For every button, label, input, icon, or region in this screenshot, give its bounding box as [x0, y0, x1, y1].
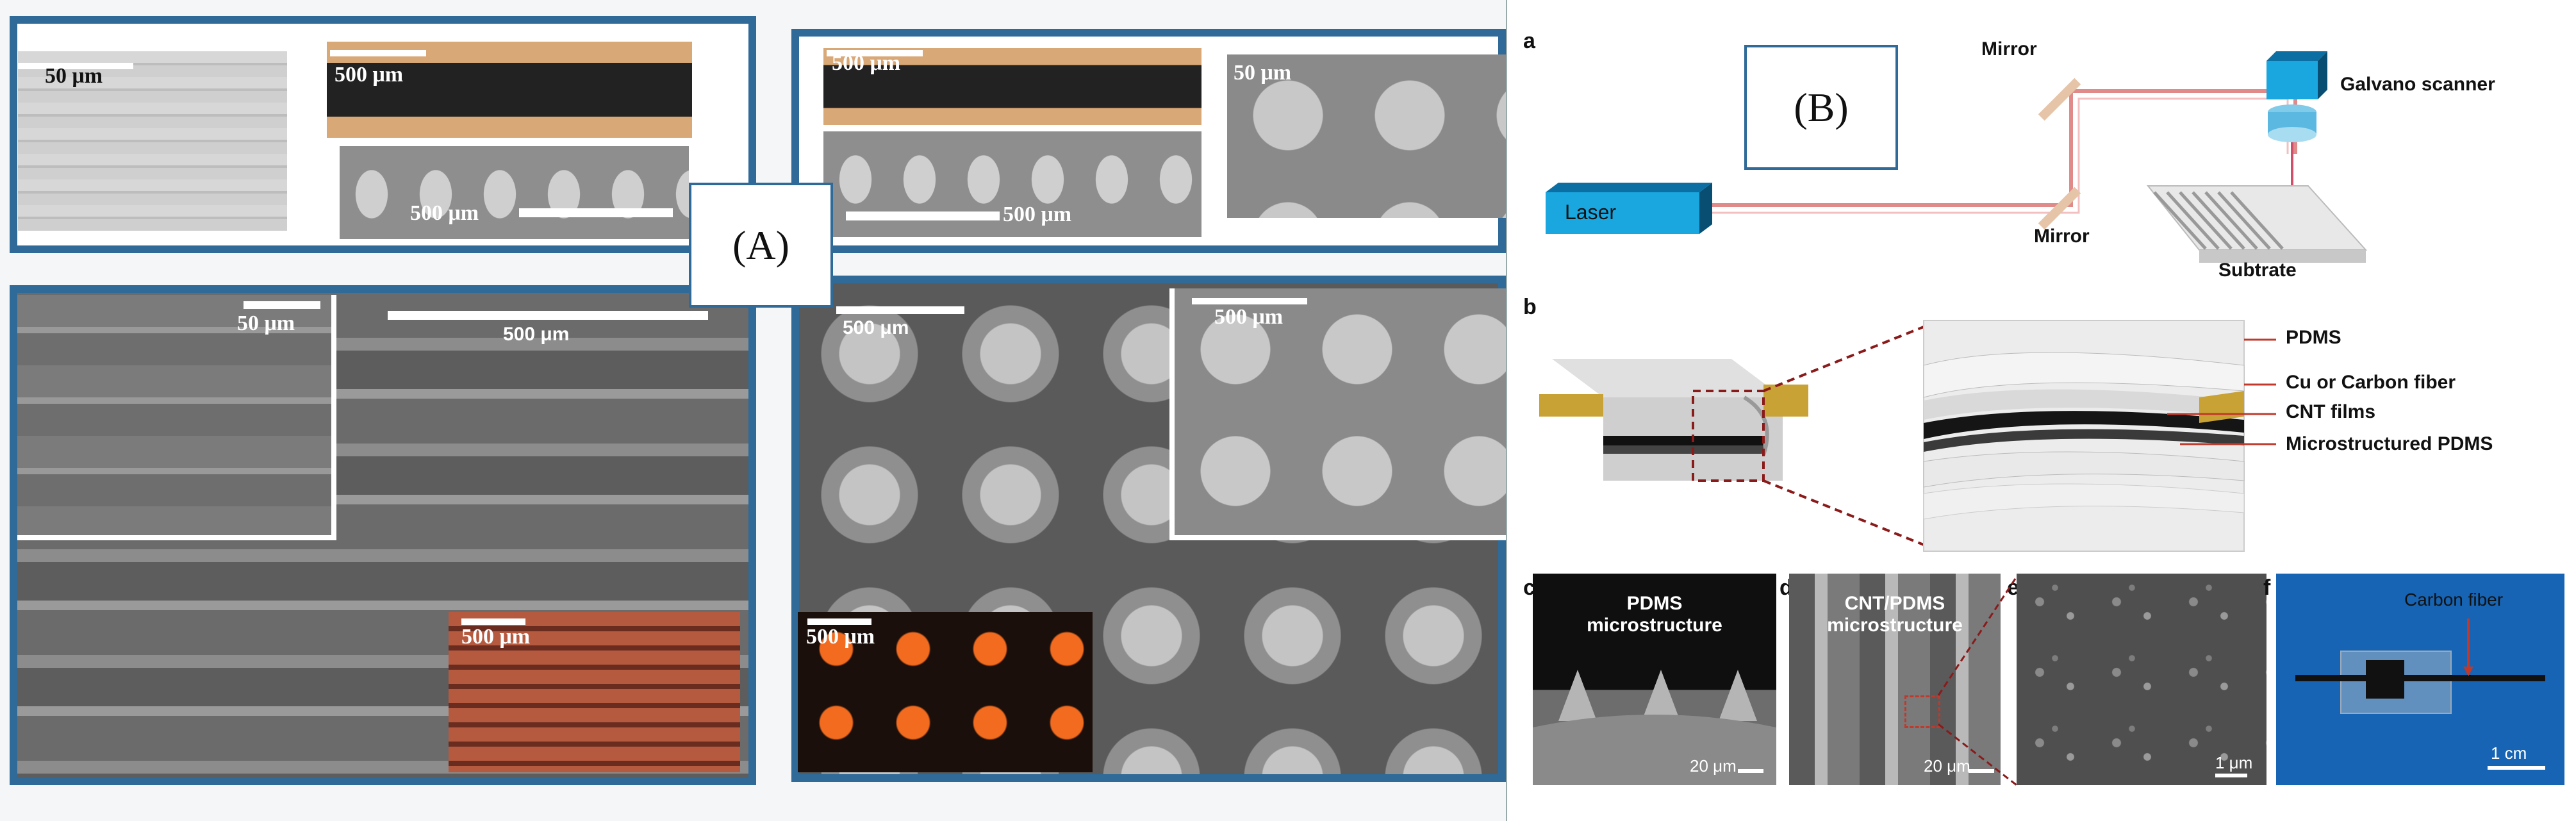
photo-f-fiber	[2295, 675, 2545, 681]
micrograph-d-scale: 20 μm	[1924, 756, 1970, 775]
galvano-label: Galvano scanner	[2340, 74, 2495, 95]
scale-bar	[519, 208, 673, 217]
optical-image-tr	[823, 48, 1201, 125]
micrograph-c: PDMS microstructure 20 μm	[1533, 574, 1776, 785]
subpanel-c-letter: c	[1523, 576, 1535, 600]
scale-label: 50 μm	[237, 311, 295, 335]
legend-pdms: PDMS	[2286, 327, 2341, 348]
mirror-top-shape	[2038, 78, 2081, 121]
optical-image-bl	[449, 612, 740, 772]
micrograph-d-scale-bar	[1969, 769, 1994, 773]
micrograph-c-title: PDMS microstructure	[1533, 593, 1776, 636]
sensor-structure-diagram	[1539, 320, 2276, 552]
micrograph-d-title-line2: microstructure	[1827, 615, 1963, 636]
photo-f-scale: 1 cm	[2491, 743, 2527, 763]
sem-image-bl-inset	[17, 295, 336, 540]
scale-bar	[836, 306, 964, 314]
scale-bar	[827, 50, 923, 56]
optical-image-br	[798, 612, 1093, 772]
micrograph-e-scale-bar	[2215, 774, 2247, 777]
micrograph-d-title: CNT/PDMS microstructure	[1789, 593, 2001, 636]
photo-f-label: Carbon fiber	[2404, 590, 2504, 610]
photo-f-scale-bar	[2488, 766, 2545, 770]
mirror-top-label: Mirror	[1981, 38, 2037, 60]
subpanel-b-letter: b	[1523, 295, 1537, 319]
subpanel-f-letter: f	[2263, 576, 2271, 600]
zoom-lines-d-e	[1937, 576, 2018, 786]
scale-bar	[807, 618, 871, 625]
scale-label: 500 μm	[1003, 203, 1072, 226]
laser-setup-diagram	[1546, 51, 2368, 263]
micrograph-e: 1 μm	[2017, 574, 2266, 785]
legend-cnt: CNT films	[2286, 401, 2376, 422]
legend-cu-carbon: Cu or Carbon fiber	[2286, 372, 2456, 393]
scale-bar	[846, 211, 1000, 220]
scale-label: 500 μm	[832, 51, 901, 75]
scale-label: 500 μm	[410, 201, 479, 225]
mirror-bottom-shape	[2038, 187, 2081, 230]
scale-bar	[330, 50, 426, 56]
subpanel-e-letter: e	[2007, 576, 2019, 600]
scale-bar	[1192, 298, 1307, 304]
sem-strip-tl	[340, 146, 689, 239]
scale-label: 500 μm	[461, 625, 531, 649]
mirror-bottom-label: Mirror	[2034, 226, 2090, 247]
substrate-label: Subtrate	[2218, 260, 2297, 281]
scale-label: 500 μm	[1214, 305, 1284, 329]
sem-image-tr	[1227, 54, 1506, 218]
laser-box	[1546, 183, 1712, 234]
micrograph-c-title-line2: microstructure	[1587, 615, 1722, 636]
micrograph-d: CNT/PDMS microstructure 20 μm	[1789, 574, 2001, 785]
micrograph-c-scale-bar	[1738, 769, 1763, 773]
sem-image-tl	[18, 51, 287, 231]
legend-micro-pdms: Microstructured PDMS	[2286, 433, 2493, 454]
photo-f-arrow	[2463, 618, 2473, 676]
micrograph-c-scale: 20 μm	[1690, 756, 1737, 775]
panel-a-label: (A)	[689, 183, 833, 308]
scale-bar	[461, 618, 525, 625]
galvano-scanner-shape	[2266, 51, 2327, 142]
panel-a: 50 μm 500 μm 500 μm 500 μm 500 μm 50 μm …	[0, 0, 1511, 821]
optical-image-tl	[327, 42, 692, 138]
substrate-shape	[2146, 185, 2368, 263]
scale-label: 50 μm	[1234, 61, 1292, 85]
scale-label: 500 μm	[503, 324, 570, 345]
micrograph-e-scale: 1 μm	[2215, 753, 2253, 772]
scale-label: 50 μm	[45, 64, 103, 88]
panel-b: a (B)	[1506, 0, 2576, 821]
scale-label: 500 μm	[843, 317, 909, 338]
micrograph-c-title-line1: PDMS	[1626, 593, 1683, 614]
scale-label: 500 μm	[334, 63, 404, 87]
scale-bar	[18, 63, 133, 69]
sem-image-br-inset	[1169, 288, 1511, 540]
micrograph-d-title-line1: CNT/PDMS	[1844, 593, 1945, 614]
photo-f-electrode	[2366, 660, 2404, 699]
subpanel-a-letter: a	[1523, 29, 1535, 53]
scale-bar	[388, 311, 708, 320]
photo-f: Carbon fiber 1 cm	[2276, 574, 2564, 785]
scale-label: 500 μm	[806, 625, 875, 649]
laser-label: Laser	[1565, 201, 1617, 224]
scale-bar	[244, 301, 320, 309]
micrograph-d-zoom-box	[1904, 695, 1940, 728]
panel-b-label: (B)	[1744, 45, 1898, 170]
